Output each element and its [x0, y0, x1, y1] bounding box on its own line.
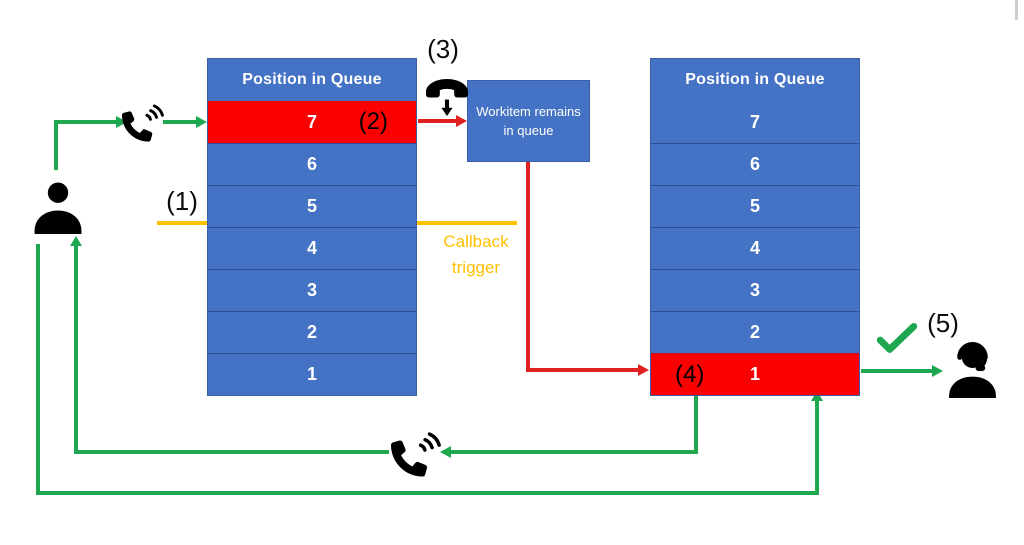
queue-row: 6: [651, 143, 859, 185]
phone-ringing-icon: [391, 432, 441, 477]
left-queue-table: Position in Queue 7 (2) 6 5 4 3 2 1: [207, 58, 417, 396]
workitem-remains-text: Workitem remains in queue: [476, 103, 581, 139]
arrow-workitem-to-position1: [526, 161, 649, 376]
arrow-position1-to-callback-phone: [440, 394, 698, 458]
agent-headset-icon: [949, 342, 996, 398]
queue-position-value: 6: [306, 154, 317, 174]
queue-position-value: 6: [749, 154, 760, 174]
queue-row: 3: [208, 269, 416, 311]
left-queue-header: Position in Queue: [208, 59, 416, 101]
queue-position-value: 4: [749, 238, 760, 258]
scrollbar-fragment: [1015, 0, 1018, 20]
arrow-position1-to-agent: [861, 365, 943, 377]
queue-position-value: 7: [306, 111, 317, 132]
right-queue-table: Position in Queue 7 6 5 4 3 2 1 (4): [650, 58, 860, 396]
queue-position-value: 5: [306, 196, 317, 216]
step-3-label: (3): [427, 34, 459, 64]
queue-row: 2: [208, 311, 416, 353]
queue-position-value: 3: [306, 280, 317, 300]
person-icon: [34, 182, 82, 234]
right-queue-header: Position in Queue: [651, 59, 859, 101]
queue-row: 4: [651, 227, 859, 269]
checkmark-icon: [876, 322, 918, 353]
queue-row: 3: [651, 269, 859, 311]
queue-row: 5: [651, 185, 859, 227]
phone-hangup-icon: [425, 79, 469, 116]
phone-ringing-icon: [122, 104, 164, 142]
queue-position-value: 7: [749, 111, 760, 132]
queue-row: 1: [208, 353, 416, 395]
queue-position-value: 2: [749, 322, 760, 342]
queue-position-value: 3: [749, 280, 760, 300]
queue-row: 7 (2): [208, 101, 416, 143]
queue-row: 7: [651, 101, 859, 143]
arrow-phone-to-left-queue: [163, 116, 207, 128]
queue-position-value: 2: [306, 322, 317, 342]
arrow-customer-to-phone: [54, 116, 127, 170]
step-2-label: (2): [358, 108, 388, 135]
callback-trigger-label: Callback trigger: [443, 232, 509, 278]
queue-row: 5: [208, 185, 416, 227]
queue-row: 6: [208, 143, 416, 185]
workitem-remains-box: Workitem remains in queue: [467, 80, 590, 162]
queue-position-value: 1: [306, 364, 317, 384]
queue-position-value: 4: [306, 238, 317, 258]
step-1-label: (1): [166, 186, 198, 216]
queue-position-value: 5: [749, 196, 760, 216]
queue-row: 1 (4): [651, 353, 859, 395]
queue-row: 2: [651, 311, 859, 353]
queue-position-value: 1: [749, 364, 760, 384]
step-4-label: (4): [675, 360, 705, 388]
step-5-label: (5): [927, 308, 959, 338]
queue-row: 4: [208, 227, 416, 269]
